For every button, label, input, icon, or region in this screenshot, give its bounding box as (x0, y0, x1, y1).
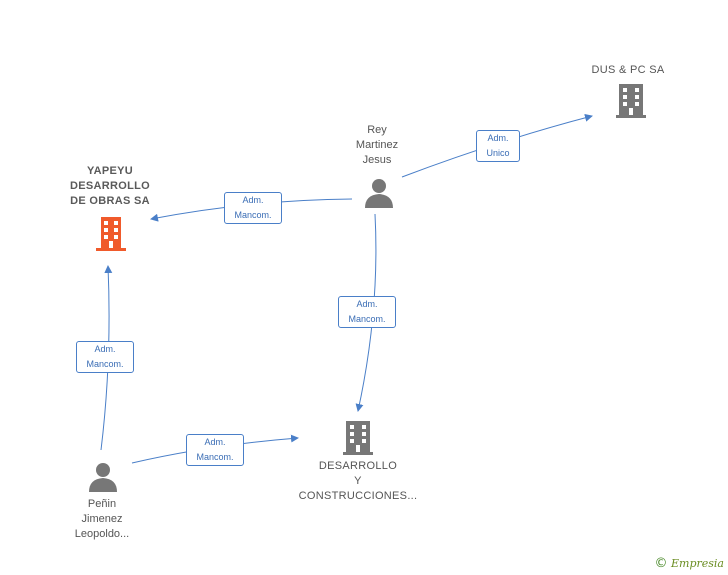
label-line: Adm. (242, 195, 264, 205)
label-line: Adm. (356, 299, 378, 309)
label-line: Rey (367, 124, 387, 136)
label-line: Unico (486, 148, 510, 158)
label-line: Leopoldo... (74, 528, 130, 540)
label-line: Y (354, 475, 362, 487)
person-icon-penin[interactable] (89, 463, 117, 492)
label-line: DESARROLLO (70, 180, 150, 192)
company-label-yapeyu[interactable]: YAPEYU DESARROLLO DE OBRAS SA (50, 164, 170, 209)
building-icon-dus[interactable] (616, 84, 646, 118)
company-label-dus[interactable]: DUS & PC SA (576, 63, 680, 78)
edge-label-rey-desarrollo[interactable]: Adm. Mancom. (338, 296, 396, 328)
company-label-desarrollo[interactable]: DESARROLLO Y CONSTRUCCIONES... (288, 459, 428, 504)
label-line: Peñin (87, 498, 117, 510)
edge-label-penin-yapeyu[interactable]: Adm. Mancom. (76, 341, 134, 373)
label-line: Adm. (204, 437, 226, 447)
label-line: Jesus (362, 154, 392, 166)
edge-label-rey-yapeyu[interactable]: Adm. Mancom. (224, 192, 282, 224)
edge-label-penin-desarrollo[interactable]: Adm. Mancom. (186, 434, 244, 466)
brand-footer: © Empresia (655, 556, 725, 571)
person-icon-rey[interactable] (365, 179, 393, 208)
label-line: YAPEYU (86, 165, 134, 177)
label-line: CONSTRUCCIONES... (298, 490, 418, 502)
label-line: Adm. (94, 344, 116, 354)
building-icon-desarrollo[interactable] (343, 421, 373, 455)
label-line: Martinez (355, 139, 399, 151)
copyright-icon: © (654, 556, 668, 571)
label-line: DE OBRAS SA (70, 195, 150, 207)
label-line: DESARROLLO (318, 460, 398, 472)
label-line: Mancom. (234, 210, 272, 220)
person-label-penin[interactable]: Peñin Jimenez Leopoldo... (58, 497, 146, 542)
edge-label-rey-dus[interactable]: Adm. Unico (476, 130, 520, 162)
label-line: Mancom. (348, 314, 386, 324)
label-line: Jimenez (81, 513, 123, 525)
person-label-rey[interactable]: Rey Martinez Jesus (337, 123, 417, 168)
label-line: Mancom. (196, 452, 234, 462)
building-icon-yapeyu[interactable] (96, 217, 126, 251)
label-line: Adm. (487, 133, 509, 143)
label-line: DUS & PC SA (591, 64, 665, 76)
brand-name: Empresia (671, 557, 724, 570)
label-line: Mancom. (86, 359, 124, 369)
